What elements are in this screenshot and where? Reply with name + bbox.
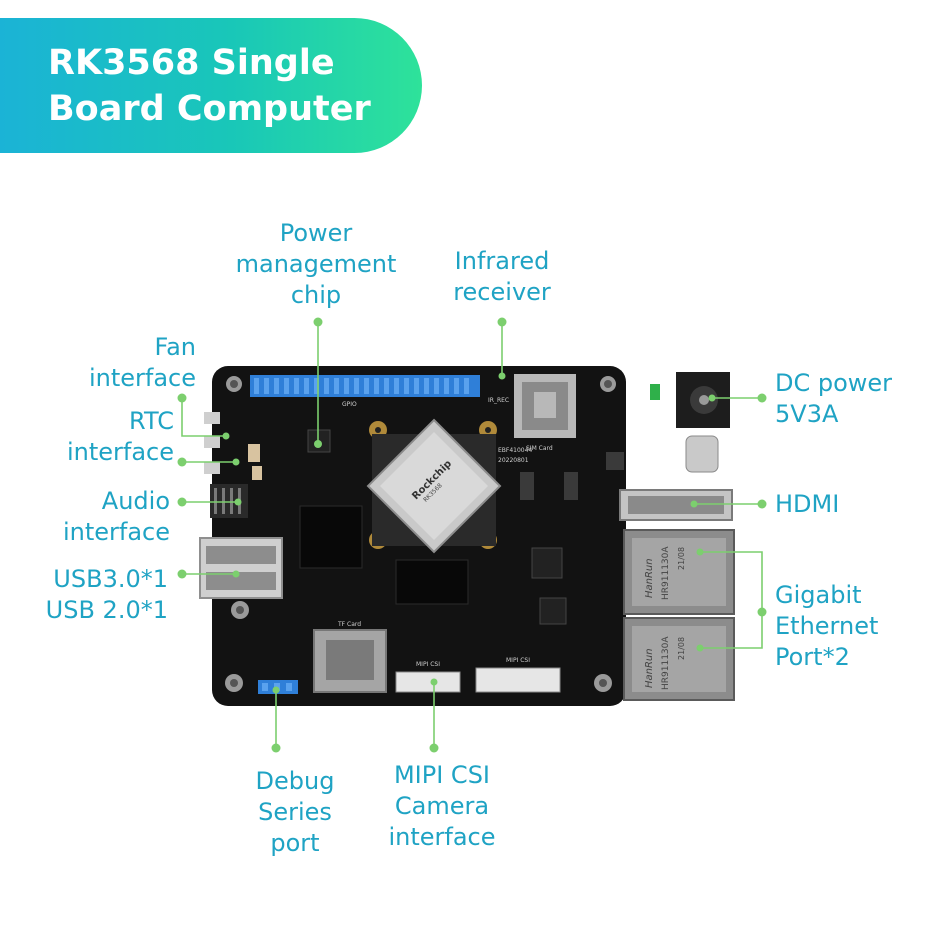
page-title: RK3568 Single Board Computer (48, 43, 371, 129)
label-gigabit-ethernet: Gigabit Ethernet Port*2 (775, 581, 879, 671)
mipi-silkscreen-1: MIPI CSI (416, 661, 440, 668)
label-usb-ports: USB3.0*1 USB 2.0*1 (45, 565, 168, 624)
ic-chip (539, 597, 567, 625)
audio-jack (210, 484, 248, 518)
gpio-header (250, 375, 480, 397)
label-audio-interface: Audio interface (62, 487, 170, 546)
eth-date-2: 21/08 (677, 637, 686, 660)
hdmi-port (619, 489, 733, 521)
board-code: EBF410044 (498, 447, 532, 454)
ic-chip (531, 547, 563, 579)
memory-chip (299, 505, 363, 569)
eth-date-1: 21/08 (677, 547, 686, 570)
sim-silkscreen: SIM Card (526, 445, 553, 452)
tf-card-slot (313, 629, 387, 693)
title-banner (0, 18, 422, 153)
inductor (520, 472, 534, 500)
leader-dots (177, 317, 767, 753)
label-debug-serial-port: Debug Series port (255, 767, 335, 857)
mipi-csi-connector-2 (475, 667, 561, 693)
sim-card-slot (514, 374, 576, 438)
label-hdmi: HDMI (775, 490, 840, 518)
ir-silkscreen: IR_REC (488, 397, 509, 404)
leader-lines (181, 322, 766, 748)
label-infrared-receiver: Infrared receiver (453, 247, 551, 306)
mipi-silkscreen-2: MIPI CSI (506, 657, 530, 664)
gpio-silkscreen: GPIO (342, 401, 357, 408)
inductor (564, 472, 578, 500)
ethernet-port-2 (623, 617, 735, 701)
ethernet-port-1 (623, 529, 735, 615)
power-led (650, 384, 660, 400)
eth-brand-2: HanRun (644, 648, 655, 688)
soc-chip (366, 418, 502, 554)
emmc-chip (395, 559, 469, 605)
inductor (606, 452, 624, 470)
eth-brand-1: HanRun (644, 558, 655, 598)
connector-white (252, 466, 262, 480)
label-rtc-interface: RTC interface (66, 407, 174, 466)
label-fan-interface: Fan interface (88, 333, 196, 392)
label-dc-power: DC power 5V3A (775, 369, 893, 428)
label-power-management-chip: Power management chip (235, 219, 397, 309)
eth-model-1: HR911130A (661, 546, 671, 600)
rtc-connector (204, 436, 220, 448)
usb-port (199, 537, 283, 599)
connector-white (248, 444, 260, 462)
fan-connector (204, 412, 220, 424)
usb-c-port (685, 435, 719, 473)
dc-power-jack (676, 372, 730, 428)
board-date: 20220801 (498, 457, 529, 464)
eth-model-2: HR911130A (661, 636, 671, 690)
label-mipi-csi-camera: MIPI CSI Camera interface (388, 761, 496, 851)
tf-silkscreen: TF Card (337, 621, 361, 628)
rtc-connector (204, 462, 220, 474)
mipi-csi-connector-1 (395, 671, 461, 693)
